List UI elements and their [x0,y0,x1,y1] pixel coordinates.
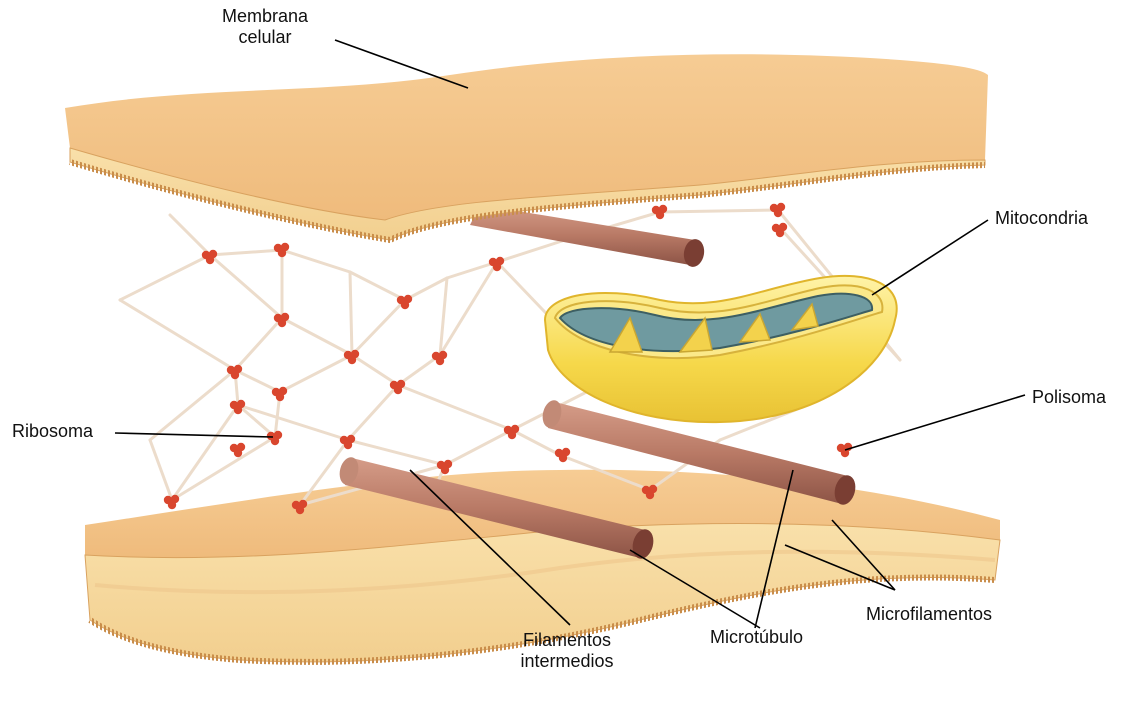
ribosome [555,448,570,462]
ribosome-subunit [168,501,176,509]
ribosome-subunit [559,454,567,462]
label-ribosoma: Ribosoma [12,421,93,442]
filament [150,440,172,500]
filament [235,318,282,370]
ribosome-subunit [348,356,356,364]
ribosome-subunit [271,437,279,445]
label-membrana-line2: celular [210,27,320,48]
leader-ribosoma [115,433,273,437]
leader-mitocondria [872,220,988,295]
ribosome-subunit [436,357,444,365]
ribosome-subunit [234,449,242,457]
ribosome [432,351,447,365]
ribosome-subunit [278,319,286,327]
ribosome [437,460,452,474]
ribosome-subunit [841,449,849,457]
filament [497,240,565,262]
ribosome [274,243,289,257]
mitochondrion [545,276,897,422]
filament [170,215,210,255]
upper-membrane [65,54,988,240]
filament [398,385,512,430]
ribosome [272,387,287,401]
ribosome-subunit [441,466,449,474]
filament [235,370,280,392]
ribosome-subunit [206,256,214,264]
ribosome [164,495,179,509]
label-filamentos-intermedios: Filamentos intermedios [502,630,632,672]
filament [210,250,282,255]
label-filamentos-line1: Filamentos [502,630,632,651]
label-filamentos-line2: intermedios [502,651,632,672]
label-membrana-line1: Membrana [210,6,320,27]
ribosome-subunit [774,209,782,217]
label-polisoma: Polisoma [1032,387,1106,408]
ribosome-subunit [493,263,501,271]
ribosome [267,431,282,445]
label-mitocondria: Mitocondria [995,208,1088,229]
ribosome [202,250,217,264]
ribosome-subunit [344,441,352,449]
filament [445,430,512,465]
ribosome-subunit [276,393,284,401]
filament [350,272,405,300]
ribosome-subunit [234,406,242,414]
label-membrana-celular: Membrana celular [210,6,320,48]
ribosome-subunit [656,211,664,219]
leader-membrana [335,40,468,88]
filament [350,272,352,355]
ribosome [227,365,242,379]
filament [660,210,778,212]
filament [172,405,238,500]
ribosome-subunit [776,229,784,237]
filament [280,355,352,392]
filament [282,250,350,272]
ribosome-subunit [401,301,409,309]
filament [120,300,235,370]
ribosome-subunit [278,249,286,257]
filament [512,430,560,455]
filament [348,385,398,440]
ribosome [837,443,852,457]
filament [120,255,210,300]
ribosome-subunit [394,386,402,394]
ribosome [504,425,519,439]
filament [172,437,275,500]
ribosome-subunit [231,371,239,379]
ribosome-subunit [508,431,516,439]
ribosome-subunit [646,491,654,499]
filament [282,318,352,355]
ribosome-subunit [296,506,304,514]
leader-polisoma [845,395,1025,450]
label-microtubulo: Microtúbulo [710,627,803,648]
ribosome [344,350,359,364]
filament [352,355,398,385]
filament [352,300,405,355]
ribosome [652,205,667,219]
label-microfilamentos: Microfilamentos [866,604,992,625]
filament [238,405,348,440]
filament [210,255,282,318]
